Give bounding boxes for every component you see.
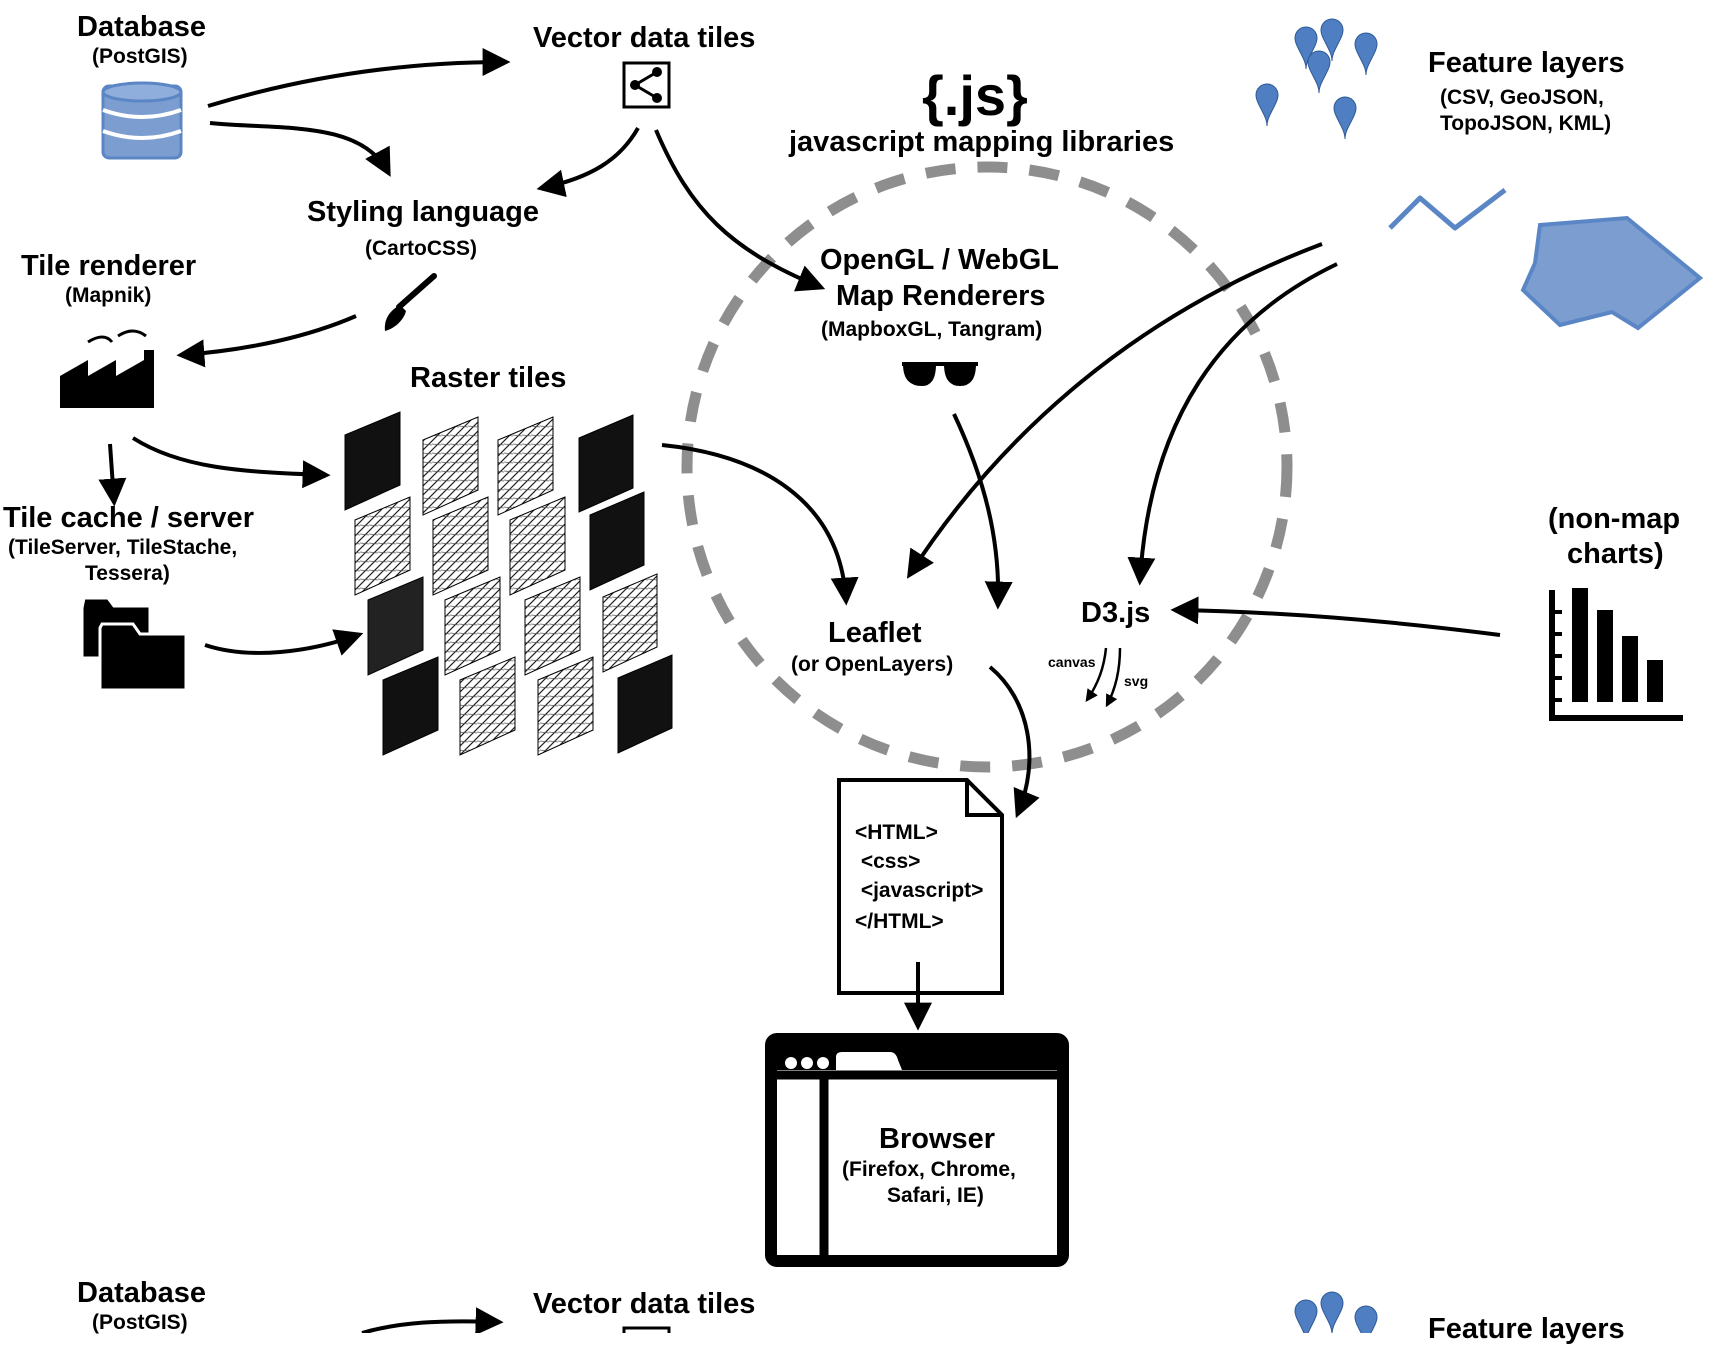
feature-layers-subtitle-2: TopoJSON, KML): [1440, 112, 1612, 135]
tile-cache-subtitle-2: Tessera): [85, 562, 170, 585]
html-doc-line4: </HTML>: [855, 910, 944, 933]
d3-canvas-label: canvas: [1048, 654, 1096, 670]
tile-cache-subtitle-1: (TileServer, TileStache,: [8, 536, 238, 559]
share-icon: [622, 61, 671, 109]
factory-icon: [60, 329, 154, 408]
browser-title: Browser: [879, 1123, 996, 1155]
javascript-libraries-boundary: [681, 161, 1293, 773]
leaflet-title: Leaflet: [828, 617, 922, 649]
map-pin-icon: [1255, 18, 1378, 140]
raster-tiles-image: [344, 411, 673, 756]
document-icon: [837, 778, 1004, 995]
tile-renderer-title: Tile renderer: [21, 250, 197, 282]
non-map-charts-line2: charts): [1567, 538, 1664, 570]
folders-icon: [80, 596, 188, 692]
leaflet-subtitle: (or OpenLayers): [791, 653, 954, 676]
feature-layers-title: Feature layers: [1428, 47, 1625, 79]
html-doc-line2: <css>: [855, 850, 921, 873]
html-doc-line3: <javascript>: [855, 879, 984, 902]
opengl-title-2: Map Renderers: [836, 280, 1046, 312]
repeated-feature-layers-title: Feature layers: [1428, 1313, 1625, 1345]
polygon-feature-icon: [1520, 215, 1704, 331]
tile-cache-title: Tile cache / server: [3, 502, 254, 534]
opengl-title-1: OpenGL / WebGL: [820, 244, 1059, 276]
repeated-vector-tiles-title: Vector data tiles: [533, 1288, 756, 1320]
bar-chart-icon: [1549, 588, 1683, 721]
database-icon: [101, 81, 183, 160]
paintbrush-icon: [384, 273, 437, 331]
database-title: Database: [77, 11, 206, 43]
d3-title: D3.js: [1081, 597, 1151, 629]
vector-tiles-title: Vector data tiles: [533, 22, 756, 54]
line-feature-icon: [1388, 188, 1507, 231]
html-doc-line1: <HTML>: [855, 821, 938, 844]
feature-layers-subtitle-1: (CSV, GeoJSON,: [1440, 86, 1604, 109]
sunglasses-icon: [902, 362, 978, 386]
browser-subtitle-1: (Firefox, Chrome,: [842, 1158, 1016, 1181]
repeated-database-subtitle: (PostGIS): [92, 1311, 188, 1334]
js-libraries-title: javascript mapping libraries: [789, 126, 1175, 158]
styling-language-subtitle: (CartoCSS): [365, 237, 478, 260]
database-subtitle: (PostGIS): [92, 45, 188, 68]
js-logo: {.js}: [922, 64, 1028, 127]
non-map-charts-line1: (non-map: [1548, 503, 1681, 535]
repeated-database-title: Database: [77, 1277, 206, 1309]
browser-window-icon: [765, 1033, 1069, 1267]
opengl-subtitle: (MapboxGL, Tangram): [821, 318, 1043, 341]
d3-svg-label: svg: [1124, 673, 1149, 689]
raster-tiles-title: Raster tiles: [410, 362, 567, 394]
styling-language-title: Styling language: [307, 196, 540, 228]
repeated-fragment-graphics: [622, 1291, 1378, 1333]
tile-renderer-subtitle: (Mapnik): [65, 284, 152, 307]
flow-arrows: [98, 48, 1501, 1333]
browser-subtitle-2: Safari, IE): [887, 1184, 984, 1207]
